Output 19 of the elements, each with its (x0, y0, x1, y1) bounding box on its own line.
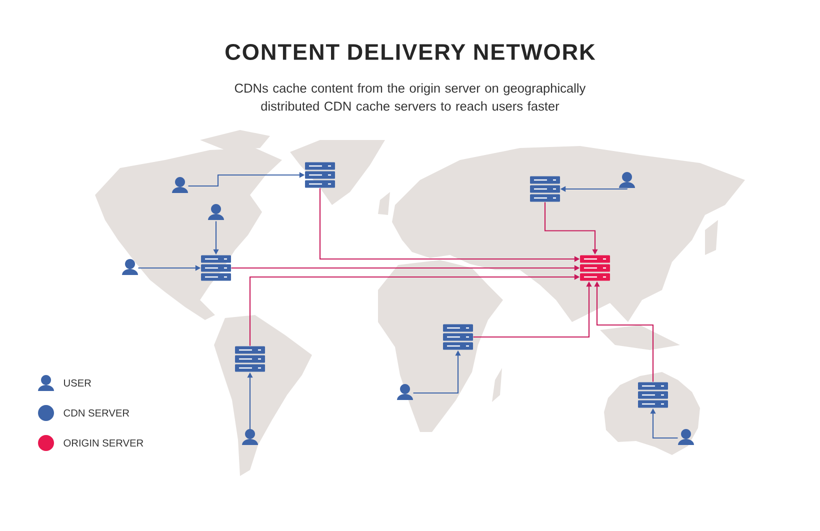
title: CONTENT DELIVERY NETWORK (226, 44, 596, 60)
legend-label: CDN SERVER (64, 409, 130, 417)
user-icon (397, 384, 413, 400)
user-icon (208, 204, 224, 220)
user-icon (172, 177, 188, 193)
cdn-server-icon (235, 346, 265, 372)
user-icon (242, 429, 258, 445)
cdn-server-icon (201, 255, 231, 281)
user-icon (619, 172, 635, 188)
user-icon (678, 429, 694, 445)
user-icon (122, 259, 138, 275)
legend-label: USER (64, 379, 91, 387)
cdn-server-icon (443, 324, 473, 350)
cdn-server-icon (305, 162, 335, 188)
cdn-server-icon (638, 382, 668, 408)
legend-label: ORIGIN SERVER (64, 439, 144, 447)
subtitle: CDNs cache content from the origin server on geographically distributed CDN cache servers to reach users faster (234, 83, 586, 111)
origin-server-icon (580, 255, 610, 281)
cdn-server-icon (530, 176, 560, 202)
